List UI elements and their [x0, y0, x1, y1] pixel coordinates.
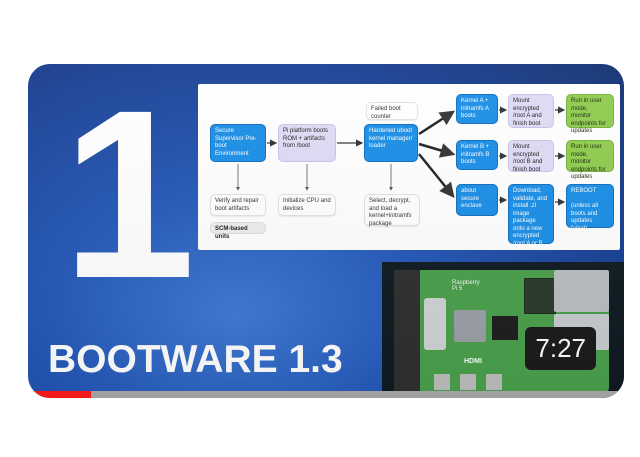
diagram-note-failed-counter: Failed boot counter [366, 102, 418, 120]
board-soc-chip [454, 310, 486, 342]
video-title: BOOTWARE 1.3 [48, 338, 343, 381]
duration-badge: 7:27 [525, 327, 596, 370]
diagram-node-run-b: Run in user mode, monitor endpoints for … [566, 140, 614, 180]
diagram-note-verify: Verify and repair boot artifacts [210, 194, 266, 216]
diagram-node-kernel-b: Kernel B + initramfs B boots [456, 140, 498, 170]
board-gpio-side [394, 270, 420, 392]
board-usb-ports [554, 270, 609, 312]
diagram-note-init-cpu: Initialize CPU and devices [278, 194, 336, 216]
diagram-node-rom-boot: Pi platform boots ROM + artifacts from /… [278, 124, 336, 162]
diagram-node-reboot: REBOOT (unless all boots and updates fai… [566, 184, 614, 232]
board-hdmi-port-1 [460, 374, 476, 390]
progress-played [28, 391, 91, 398]
board-connector [424, 298, 446, 350]
episode-number: 1 [62, 64, 196, 328]
boot-flow-diagram: Secure Supervisor Pre-boot Environment V… [198, 84, 620, 250]
diagram-arrows [236, 106, 566, 206]
diagram-node-mount-b: Mount encrypted /root B and finish boot [508, 140, 554, 173]
board-rp1-chip [524, 278, 556, 314]
diagram-node-abort: about secure enclave [456, 184, 498, 216]
diagram-node-run-a: Run in user mode, monitor endpoints for … [566, 94, 614, 134]
board-hdmi-port-2 [486, 374, 502, 390]
progress-track[interactable] [28, 391, 624, 398]
diagram-note-select: Select, decrypt, and load a kernel+initr… [364, 194, 420, 227]
board-ram-chip [492, 316, 518, 340]
diagram-node-uboot: Hardened uboot kernel manager/ loader [364, 124, 418, 162]
diagram-note-scm: SCM-based units [210, 222, 266, 240]
board-hdmi-label: HDMI [464, 358, 482, 365]
board-brand-label: Raspberry Pi 5 [452, 280, 480, 292]
video-thumbnail[interactable]: 1 Secure Supervisor Pre-boot Environment… [28, 64, 624, 398]
board-usbc-port [434, 374, 450, 390]
diagram-node-kernel-a: Kernel A + initramfs A boots [456, 94, 498, 124]
diagram-node-download: Download, validate, and install .zl imag… [508, 184, 554, 247]
diagram-node-mount-a: Mount encrypted /root A and finish boot [508, 94, 554, 128]
diagram-node-supervisor: Secure Supervisor Pre-boot Environment [210, 124, 266, 162]
